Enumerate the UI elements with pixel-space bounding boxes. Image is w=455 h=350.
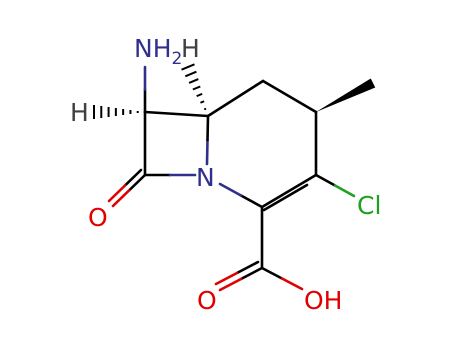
carboxyl-oxygen-label: O <box>197 286 217 315</box>
hashed-bond-c6-h-dash <box>188 78 199 84</box>
bond-c6-c2 <box>206 79 265 118</box>
lactam-oxygen-label: O <box>88 203 108 232</box>
hashed-bond-c6-h-dash <box>184 70 197 78</box>
amine-group-label: NH2 <box>134 34 182 69</box>
chlorine-label: Cl <box>357 191 381 220</box>
bond-c8-o-double-a-a <box>127 173 147 192</box>
bond-cooh-oh-b <box>280 277 304 291</box>
hashed-bond-c6-h <box>181 63 207 111</box>
bond-c7-c6 <box>143 110 210 118</box>
wedge-bond-c3-methyl <box>316 78 376 112</box>
bond-cooh-o-double-a-a <box>239 266 264 281</box>
bond-c8-o-double-a-b <box>111 189 131 208</box>
hashed-bond-c6-h-dash <box>196 92 203 98</box>
hashed-bond-c6-h-dash <box>192 85 201 91</box>
hashed-bond-c7-h <box>93 105 139 119</box>
bond-cooh-o-double-b-a <box>235 260 260 275</box>
bond-c8-o-double-b-b <box>107 184 127 203</box>
bond-c4-c5-double-inner <box>262 183 309 212</box>
bond-c8-o-double-b-a <box>123 168 143 187</box>
bond-cooh-o-double-a-b <box>218 277 243 292</box>
bond-cooh-o-double-b-b <box>214 271 239 286</box>
hydroxyl-label: OH <box>304 286 342 315</box>
hashed-bond-c6-h-dash <box>203 107 207 111</box>
bond-layer <box>93 63 376 292</box>
amine-nh-text: NH <box>134 34 172 63</box>
hashed-bond-c6-h-dash <box>181 63 195 71</box>
bond-c2-c3 <box>261 79 318 114</box>
hashed-bond-c6-h-dash <box>200 100 205 104</box>
stereo-h-label: H <box>70 98 89 127</box>
bond-c5-n-b <box>218 182 243 197</box>
bond-c4-cl-a <box>314 173 337 187</box>
bond-c5-n-a <box>239 194 264 209</box>
ring-nitrogen-label: N <box>196 163 215 192</box>
amine-subscript-text: 2 <box>172 49 183 69</box>
bond-c4-c5-double-outer <box>260 173 318 209</box>
bond-cooh-oh-a <box>260 266 284 280</box>
atom-label-layer: NH2 H H N O Cl O OH <box>70 34 381 315</box>
bond-n-c6-b <box>206 114 210 142</box>
bond-n-c6-a <box>205 138 209 166</box>
bond-c4-cl-b <box>333 184 356 198</box>
bridgehead-h-label: H <box>181 34 200 63</box>
